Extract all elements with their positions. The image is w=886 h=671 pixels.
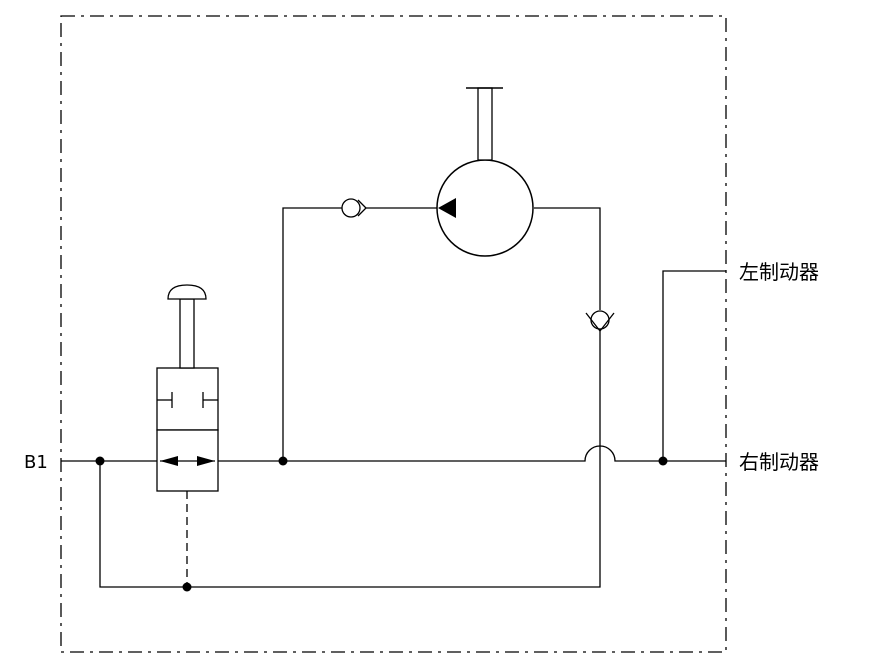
junction-dot: [95, 456, 105, 466]
push-button-head: [167, 284, 207, 300]
port-b1-label: B1: [24, 452, 48, 473]
push-button-stem: [179, 298, 195, 369]
left-brake-line: [662, 270, 726, 461]
right-brake-label: 右制动器: [739, 450, 819, 474]
outlet-check-valve: [585, 310, 615, 333]
valve-arrow-right: [197, 456, 215, 466]
inlet-check-valve: [341, 198, 367, 218]
valve-upper-block: [156, 367, 219, 431]
pump-inlet-line: [282, 207, 342, 461]
pump-lever-shaft: [477, 87, 493, 161]
pump-outlet-line: [534, 207, 601, 310]
pump-flow-triangle: [438, 198, 456, 218]
hand-pump: [436, 87, 534, 257]
junction-dot: [278, 456, 288, 466]
junction-dot: [182, 582, 192, 592]
valve-arrow-left: [160, 456, 178, 466]
left-brake-label: 左制动器: [739, 260, 819, 284]
manual-valve: [156, 284, 219, 587]
return-line: [99, 320, 601, 588]
junction-dot: [658, 456, 668, 466]
dashed-enclosure: [60, 15, 727, 653]
